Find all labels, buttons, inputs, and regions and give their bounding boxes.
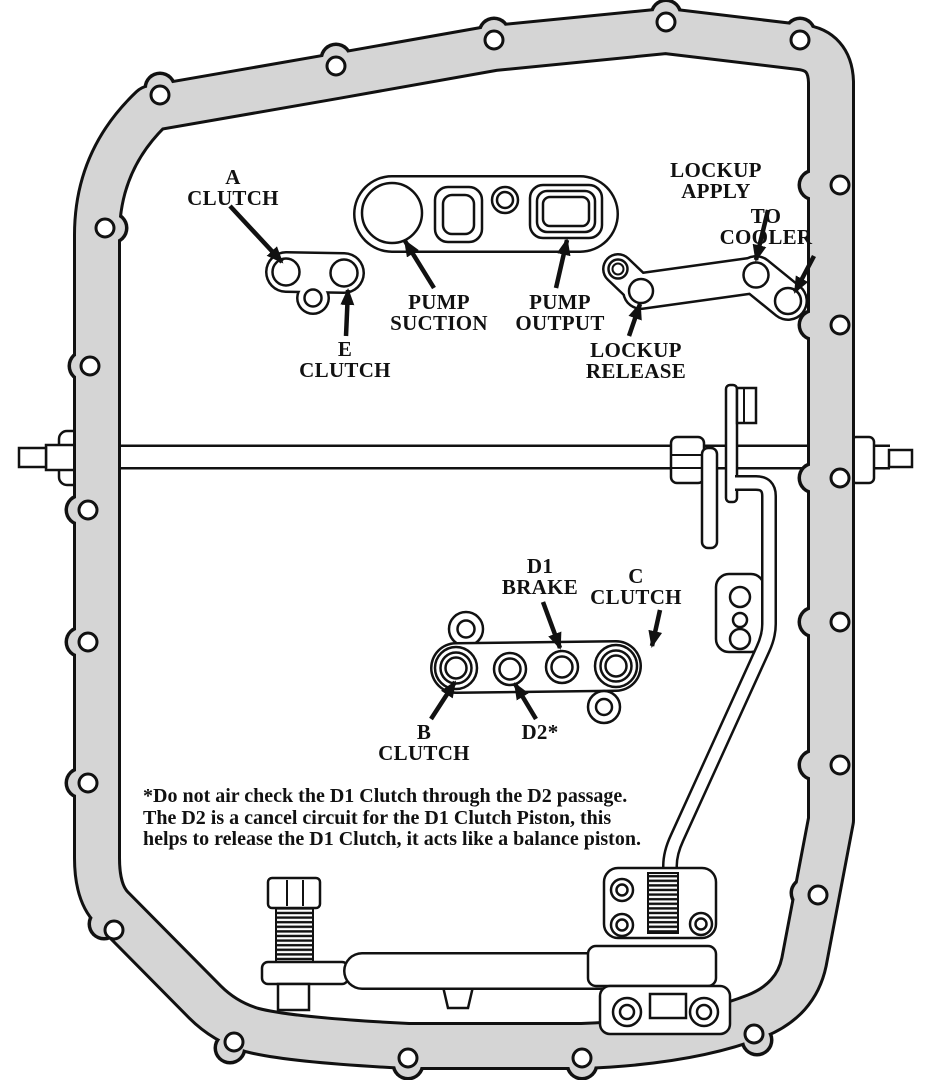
- pump-output-arrow: [553, 238, 571, 289]
- pan-gasket: [64, 0, 851, 1080]
- shaft-hardware: [669, 383, 758, 550]
- a-clutch-port: [271, 257, 301, 287]
- vertical-plate: [724, 383, 739, 504]
- three-hole-bracket: [714, 572, 766, 654]
- cross-shaft: [17, 429, 914, 487]
- plate-tab: [735, 386, 758, 425]
- bolt-head: [266, 876, 322, 910]
- lockup-apply-arrow: [752, 209, 771, 262]
- pump-assembly: [362, 183, 602, 243]
- lockup-release-arrow: [626, 302, 643, 337]
- lockup-apply-port: [742, 261, 770, 289]
- callout-arrows: [228, 204, 816, 721]
- c-clutch-arrow: [648, 609, 663, 648]
- shaft-right-end: [887, 448, 914, 469]
- lockup-cluster: [609, 260, 802, 315]
- bolt-stem: [276, 982, 311, 1012]
- ae-clutch-cluster: [273, 259, 358, 307]
- main-clutch-cluster: [435, 610, 637, 725]
- pump-suction-port: [360, 181, 424, 245]
- to-cooler-port: [773, 286, 803, 316]
- detent-spring: [647, 872, 679, 934]
- gasket-bolt-holes: [77, 11, 851, 1069]
- to-cooler-arrow: [793, 254, 816, 294]
- a-clutch-arrow: [228, 204, 284, 264]
- pump-suction-arrow: [403, 239, 436, 290]
- adjusting-nut: [669, 435, 706, 485]
- adjuster-bolt: [260, 876, 350, 1012]
- park-rod: [670, 483, 769, 880]
- d1-brake-arrow: [540, 601, 563, 650]
- bolt-threads: [275, 904, 314, 964]
- hanger-bar: [700, 446, 719, 550]
- lockup-release-port: [627, 277, 655, 305]
- detent-mechanism: [586, 866, 732, 1036]
- bolt-crossbar: [260, 960, 350, 986]
- e-clutch-arrow: [340, 288, 355, 337]
- d2-arrow: [513, 682, 538, 721]
- e-clutch-port: [329, 258, 359, 288]
- manual-lever: [362, 971, 600, 1010]
- shaft-left-end: [17, 446, 48, 469]
- b-clutch-arrow: [429, 680, 457, 721]
